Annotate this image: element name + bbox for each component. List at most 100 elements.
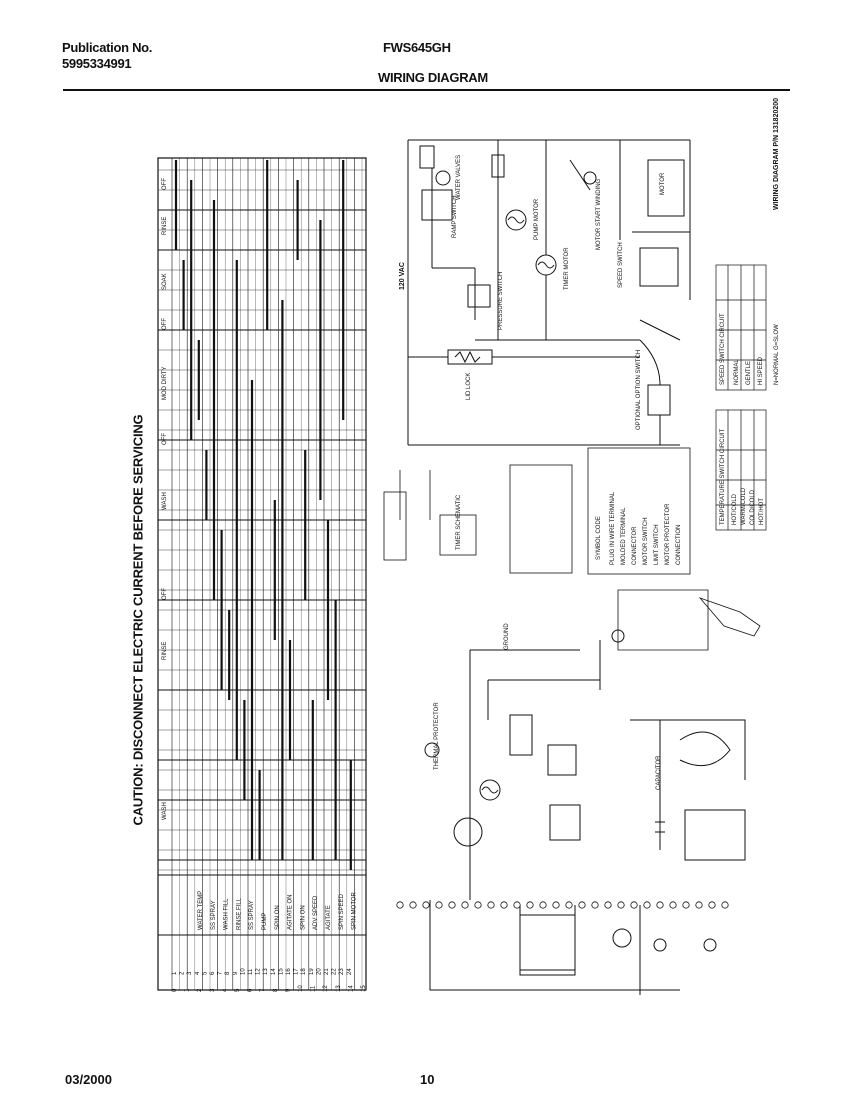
temp-table-row: HOT/COLD: [732, 493, 738, 525]
legend-item: PLUG IN WIRE TERMINAL: [610, 491, 616, 565]
row-number: 2: [197, 988, 203, 992]
publication-label: Publication No.: [62, 40, 153, 55]
row-number: 6: [210, 971, 216, 975]
circuit-label: SS SPRAY: [211, 900, 217, 930]
row-number: 22: [332, 968, 338, 975]
row-number: 20: [316, 968, 322, 975]
row-number: 12: [323, 985, 329, 992]
cycle-section-label: OFF: [162, 588, 168, 600]
row-number: 21: [324, 968, 330, 975]
speed-switch-label: SPEED SWITCH: [618, 242, 624, 288]
legend-item: MOLDED TERMINAL: [621, 507, 627, 565]
row-number: 19: [309, 968, 315, 975]
cycle-section-label: OFF: [162, 178, 168, 190]
row-number: 16: [286, 968, 292, 975]
footer-date: 03/2000: [65, 1072, 112, 1087]
circuit-label: SPIN ON: [300, 905, 306, 930]
row-number: 11: [311, 985, 317, 992]
row-number: 6: [248, 988, 254, 992]
row-number: 10: [240, 968, 246, 975]
circuit-label: SPIN MOTOR: [352, 891, 358, 930]
ladder-schematic: [407, 139, 691, 446]
pictorial-wiring: [424, 629, 746, 995]
row-number: 18: [301, 968, 307, 975]
page-number: 10: [420, 1072, 435, 1087]
pressure-switch-label: PRESSURE SWITCH: [498, 272, 504, 330]
thermal-protector-label: THERMAL PROTECTOR: [434, 702, 440, 770]
row-number: 5: [235, 988, 241, 992]
circuit-label: RINSE FILL: [236, 897, 242, 930]
row-number: 7: [218, 971, 224, 975]
row-number: 10: [298, 985, 304, 992]
row-number: 4: [195, 971, 201, 975]
row-number: 2: [180, 971, 186, 975]
row-number: 5: [202, 971, 208, 975]
row-number: 9: [285, 988, 291, 992]
temp-table-row: COLD/COLD: [750, 489, 756, 525]
row-number: 8: [273, 988, 279, 992]
ground-label: GROUND: [504, 623, 510, 650]
speed-table-row: GENTLE: [746, 361, 752, 385]
row-number: 14: [348, 985, 354, 992]
legend-title: SYMBOL CODE: [596, 516, 602, 560]
symbol-legend: [383, 447, 761, 651]
speed-table-note: N=NORMAL G=SLOW: [774, 324, 780, 385]
header-rule: [63, 89, 790, 91]
cycle-section-label: RINSE: [162, 642, 168, 660]
row-number: 17: [294, 968, 300, 975]
capacitor-label: CAPACITOR: [656, 755, 662, 790]
legend-item: CONNECTION: [676, 525, 682, 565]
row-number: 8: [225, 971, 231, 975]
voltage-label: 120 VAC: [399, 262, 406, 290]
page-title: WIRING DIAGRAM: [378, 70, 488, 85]
row-number: 0: [172, 988, 178, 992]
ramp-switch-label: RAMP SWITCH: [452, 195, 458, 238]
start-winding-label: MOTOR START WINDING: [596, 178, 602, 250]
speed-table-row: NORMAL: [734, 359, 740, 385]
row-number: 4: [222, 988, 228, 992]
cycle-section-label: WASH: [162, 802, 168, 820]
cycle-section-label: SOAK: [162, 273, 168, 290]
pump-motor-label: PUMP MOTOR: [534, 198, 540, 240]
lid-lock-label: LID LOCK: [466, 373, 472, 400]
wiring-diagram-pn-label: WIRING DIAGRAM P/N 131820200: [773, 98, 780, 210]
circuit-label: WASH FILL: [224, 898, 230, 930]
circuit-label: AGITATE: [326, 905, 332, 930]
speed-table-title: SPEED SWITCH CIRCUIT: [720, 313, 726, 385]
motor-label: MOTOR: [660, 172, 666, 195]
row-number: 9: [233, 971, 239, 975]
circuit-label: AGITATE ON: [288, 895, 294, 930]
cycle-section-label: OFF: [162, 433, 168, 445]
cycle-section-label: MOD DIRTY: [162, 366, 168, 400]
temp-table-title: TEMPERATURE SWITCH CIRCUIT: [720, 428, 726, 525]
optional-switch-label: OPTIONAL OPTION SWITCH: [636, 350, 642, 430]
legend-item: MOTOR PROTECTOR: [665, 503, 671, 565]
switch-circuit-tables: [715, 264, 767, 531]
row-number: 24: [347, 968, 353, 975]
row-number: 1: [185, 988, 191, 992]
temp-table-row: WARM/COLD: [741, 487, 747, 525]
row-number: 13: [336, 985, 342, 992]
publication-number: 5995334991: [62, 56, 132, 71]
row-number: 15: [361, 985, 367, 992]
row-number: 11: [248, 968, 254, 975]
row-number: 12: [256, 968, 262, 975]
cycle-section-label: RINSE: [162, 217, 168, 235]
timer-motor-label: TIMER MOTOR: [564, 247, 570, 290]
circuit-label: SS SPRAY: [249, 900, 255, 930]
water-valves-label: WATER VALVES: [456, 155, 462, 200]
circuit-label: SPIN ON: [275, 905, 281, 930]
row-number: 15: [278, 968, 284, 975]
timer-sequence-chart: [157, 157, 367, 991]
circuit-label: SPIN SPEED: [339, 893, 345, 930]
row-number: 13: [263, 968, 269, 975]
row-number: 23: [339, 968, 345, 975]
temp-table-row: HOT/HOT: [759, 498, 765, 525]
terminal-block: [396, 901, 729, 909]
row-number: 3: [210, 988, 216, 992]
cycle-section-label: WASH: [162, 492, 168, 510]
